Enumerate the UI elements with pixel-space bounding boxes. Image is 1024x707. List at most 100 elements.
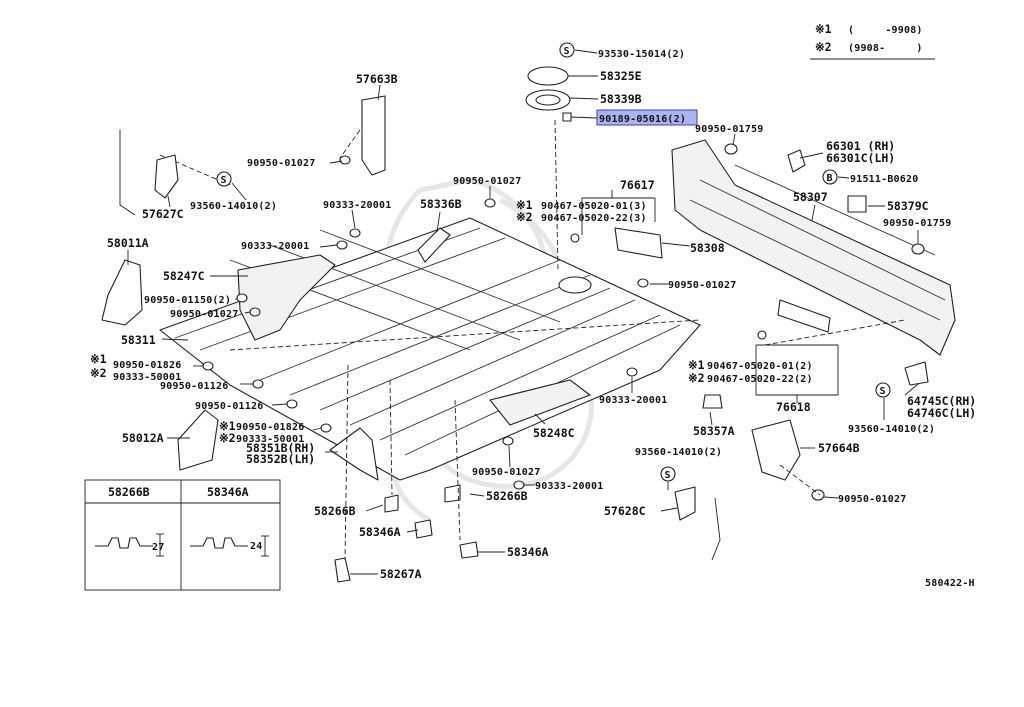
- hook-58266b-a: [384, 494, 399, 513]
- label-90950-01826b: 90950-01826: [236, 422, 304, 433]
- inset-header-right: 58346A: [207, 485, 249, 499]
- label-90333-20001d: 90333-20001: [535, 481, 603, 492]
- label-58247C: 58247C: [163, 269, 205, 283]
- bracket-58012a: [177, 409, 219, 471]
- label-91511: 91511-B0620: [850, 174, 918, 185]
- label-90950-01027c: 90950-01027: [668, 280, 736, 291]
- note2-mark: ※2: [815, 40, 832, 54]
- cross-member-58247c: [237, 254, 336, 341]
- label-93530: 93530-15014(2): [598, 49, 685, 60]
- note1-text: ( -9908): [848, 25, 923, 36]
- fasteners: [202, 143, 925, 501]
- label-76617: 76617: [620, 178, 655, 192]
- label-90467-22-3: 90467-05020-22(3): [541, 213, 647, 224]
- label-90333-50001b: 90333-50001: [236, 434, 304, 445]
- label-58352B: 58352B(LH): [246, 452, 315, 466]
- label-58308: 58308: [690, 241, 725, 255]
- label-57628C: 57628C: [604, 504, 646, 518]
- bracket-58011a: [101, 259, 143, 326]
- label-90950-01027d: 90950-01027: [170, 309, 238, 320]
- label-90333-20001a: 90333-20001: [323, 200, 391, 211]
- label-90333-20001c: 90333-20001: [599, 395, 667, 406]
- right-body-outline: [711, 497, 721, 561]
- bracket-58351b: [329, 427, 379, 481]
- hook-58346a-a: [414, 519, 433, 539]
- label-57663B: 57663B: [356, 72, 398, 86]
- mark-2b: ※2: [90, 366, 107, 380]
- label-93560c: 93560-14010(2): [635, 447, 722, 458]
- leader-dash-hooks-c: [454, 399, 461, 541]
- s-symbol-3: S: [880, 386, 886, 397]
- label-58325E: 58325E: [600, 69, 642, 83]
- cap-58325e: [527, 66, 569, 86]
- ring-58339b-inner: [535, 94, 561, 106]
- inset-clip-58346a: 24: [190, 535, 269, 557]
- mark-2c: ※2: [688, 371, 705, 385]
- bracket-66301: [787, 149, 806, 173]
- inset-dim-left: 27: [152, 542, 164, 553]
- hook-58267a: [334, 557, 351, 583]
- label-58307: 58307: [793, 190, 828, 204]
- mark-1c: ※1: [688, 358, 705, 372]
- leader-lines: [127, 49, 919, 575]
- inset-clip-58266b: 27: [95, 533, 164, 557]
- label-58266B-b: 58266B: [486, 489, 528, 503]
- label-90467-01-2: 90467-05020-01(2): [707, 361, 813, 372]
- bolt-90189: [562, 112, 572, 122]
- label-58248C: 58248C: [533, 426, 575, 440]
- label-90950-01027f: 90950-01027: [838, 494, 906, 505]
- pad-58379c: [847, 195, 867, 213]
- note2-text: (9908- ): [848, 43, 923, 54]
- label-90950-01826a: 90950-01826: [113, 360, 181, 371]
- label-64745C: 64745C(RH): [907, 394, 976, 408]
- label-58012A: 58012A: [122, 431, 164, 445]
- diagram-code: 580422-H: [925, 578, 975, 589]
- label-58336B: 58336B: [420, 197, 462, 211]
- b-symbol: B: [827, 173, 833, 184]
- leader-dash-hooks-b: [389, 379, 393, 496]
- panel-76617: [614, 227, 663, 259]
- label-66301C: 66301C(LH): [826, 151, 895, 165]
- rear-cross-member-58307: [671, 139, 956, 356]
- label-93560b: 93560-14010(2): [848, 424, 935, 435]
- s-symbol-2: S: [221, 175, 227, 186]
- bracket-64745c: [904, 361, 929, 386]
- label-66301: 66301 (RH): [826, 139, 895, 153]
- bracket-57627c: [154, 154, 179, 199]
- label-57627C: 57627C: [142, 207, 184, 221]
- label-58357A: 58357A: [693, 424, 735, 438]
- cross-member-58248c: [489, 379, 591, 426]
- inset-header-left: 58266B: [108, 485, 150, 499]
- bracket-57664b: [751, 419, 801, 481]
- label-93560a: 93560-14010(2): [190, 201, 277, 212]
- mark-2d: ※2: [219, 431, 236, 445]
- label-90950-01150: 90950-01150(2): [144, 295, 231, 306]
- leader-dash-center: [554, 119, 559, 271]
- mark-1d: ※1: [219, 419, 236, 433]
- label-58346A-b: 58346A: [507, 545, 549, 559]
- label-57664B: 57664B: [818, 441, 860, 455]
- bracket-58357a: [702, 394, 723, 409]
- leader-dash-hooks-a: [344, 364, 349, 561]
- hook-58346a-b: [459, 541, 479, 559]
- s-symbols: S S S S B: [216, 42, 891, 482]
- label-58266B-a: 58266B: [314, 504, 356, 518]
- mark-1a: ※1: [516, 198, 533, 212]
- label-90950-01027e: 90950-01027: [472, 467, 540, 478]
- notes-legend: ※1 ( -9908) ※2 (9908- ): [810, 22, 935, 60]
- label-76618: 76618: [776, 400, 811, 414]
- label-90467-01-3: 90467-05020-01(3): [541, 201, 647, 212]
- s-symbol-4: S: [665, 470, 671, 481]
- label-90950-01027a: 90950-01027: [247, 158, 315, 169]
- label-58351B: 58351B(RH): [246, 441, 315, 455]
- label-58011A: 58011A: [107, 236, 149, 250]
- panel-76618: [777, 299, 831, 333]
- label-90333-20001b: 90333-20001: [241, 241, 309, 252]
- mark-1b: ※1: [90, 352, 107, 366]
- label-90950-01759b: 90950-01759: [883, 218, 951, 229]
- note1-mark: ※1: [815, 22, 832, 36]
- label-58267A: 58267A: [380, 567, 422, 581]
- bracket-58336b: [417, 227, 451, 263]
- label-90333-50001a: 90333-50001: [113, 372, 181, 383]
